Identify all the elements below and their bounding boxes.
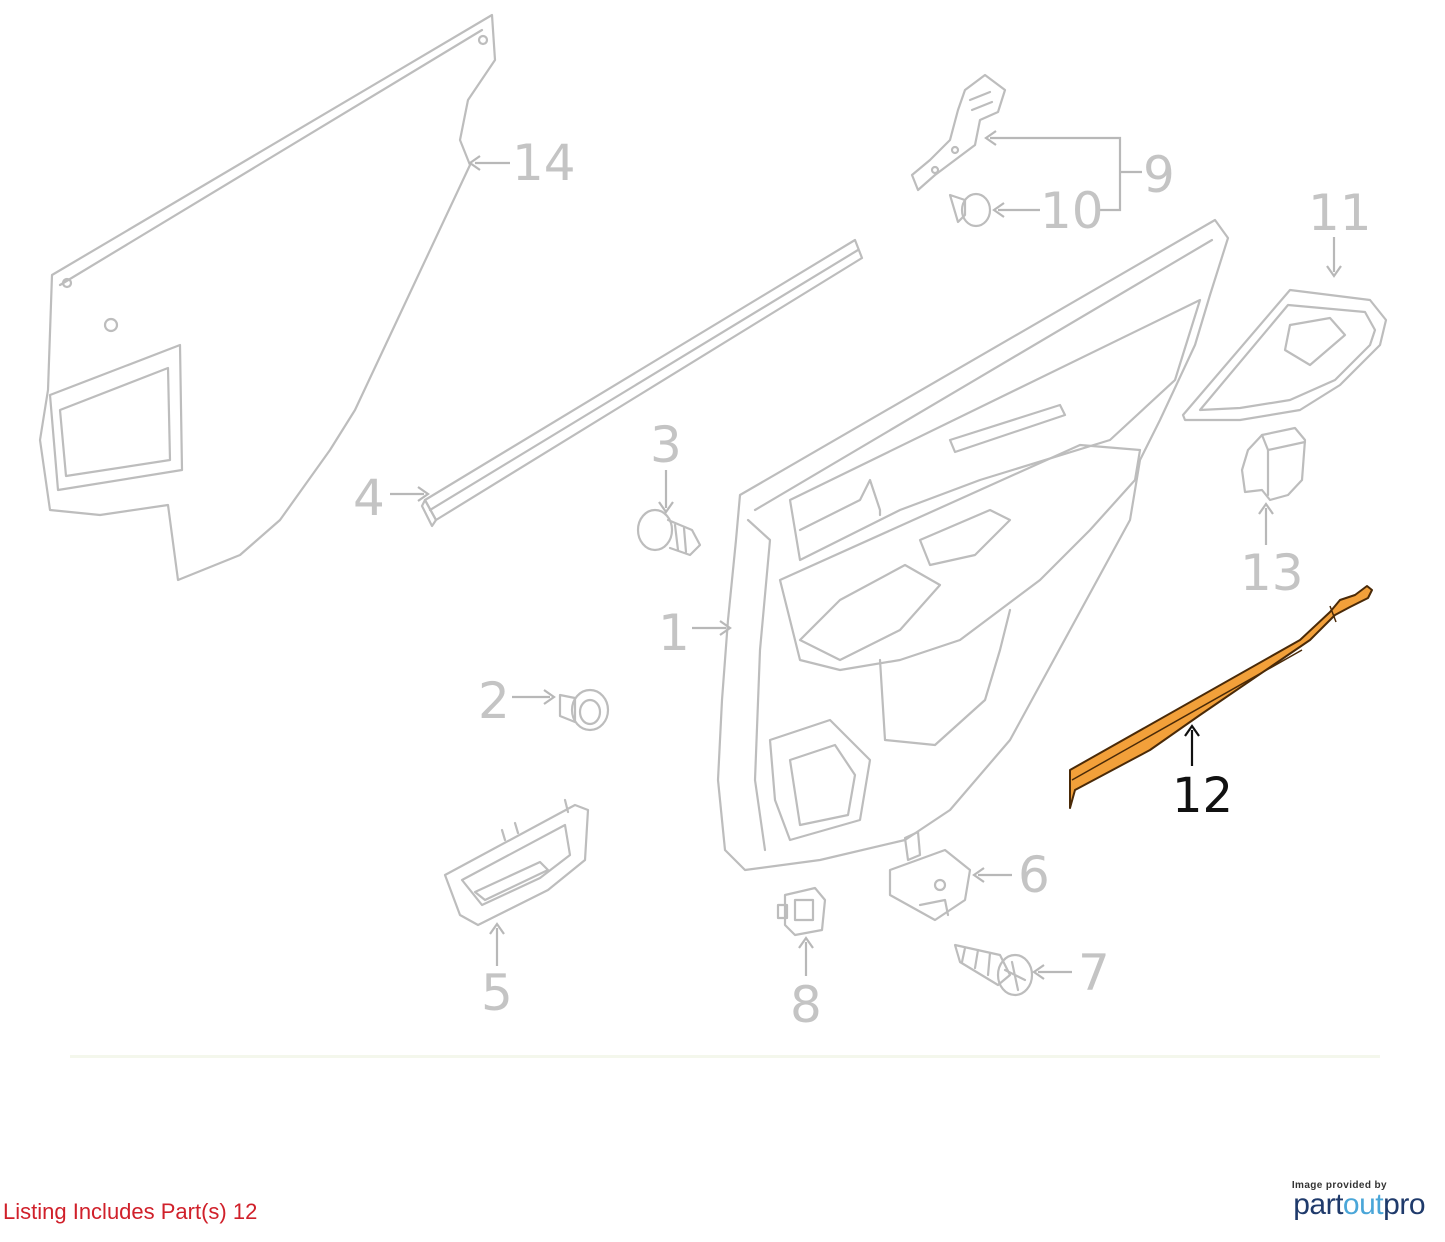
leader-14-arrow xyxy=(468,155,481,171)
leader-9 xyxy=(990,136,1122,212)
brand-pro: pro xyxy=(1383,1188,1425,1221)
image-credit-label: Image provided by xyxy=(1291,1180,1387,1191)
part-9-bracket[interactable] xyxy=(910,73,1007,192)
part-3-clip[interactable] xyxy=(636,508,702,557)
part-10-screw[interactable] xyxy=(948,192,992,228)
listing-caption: Listing Includes Part(s) 12 xyxy=(3,1199,258,1224)
part-1-door-trim-panel[interactable] xyxy=(716,218,1230,872)
part-11-switch-bezel[interactable] xyxy=(1181,288,1388,422)
callout-8: 8 xyxy=(790,976,822,1034)
callout-14: 14 xyxy=(512,134,576,192)
callout-2: 2 xyxy=(478,672,510,730)
callout-13: 13 xyxy=(1240,544,1304,602)
callout-3: 3 xyxy=(650,416,682,474)
part-14-insulator-sheet[interactable] xyxy=(38,13,497,582)
partoutpro-logo: partoutpro xyxy=(1293,1188,1425,1222)
part-6-bracket[interactable] xyxy=(888,830,972,922)
part-13-window-switch[interactable] xyxy=(1240,426,1307,502)
callout-12: 12 xyxy=(1172,768,1233,824)
brand-part: part xyxy=(1293,1188,1343,1221)
part-8-clip[interactable] xyxy=(776,886,827,937)
part-2-clip[interactable] xyxy=(558,688,610,732)
part-7-screw[interactable] xyxy=(953,943,1034,997)
diagram-baseline xyxy=(70,1055,1380,1058)
callout-9: 9 xyxy=(1143,146,1175,204)
callout-5: 5 xyxy=(481,964,513,1022)
callout-10: 10 xyxy=(1040,182,1104,240)
part-5-handle-bezel[interactable] xyxy=(443,798,590,927)
brand-out: out xyxy=(1342,1188,1384,1221)
callout-1: 1 xyxy=(658,604,690,662)
callout-7: 7 xyxy=(1078,944,1110,1002)
callout-11: 11 xyxy=(1308,184,1372,242)
part-12-trim-strip[interactable] xyxy=(1069,585,1373,809)
callout-6: 6 xyxy=(1018,846,1050,904)
callout-4: 4 xyxy=(353,469,385,527)
part-4-belt-weatherstrip[interactable] xyxy=(420,238,864,528)
